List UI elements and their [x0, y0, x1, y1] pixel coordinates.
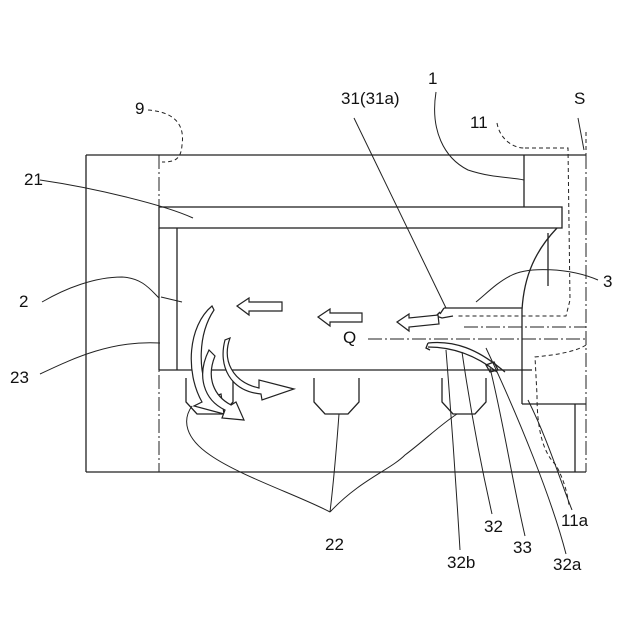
container-2: [159, 228, 532, 370]
label-9: 9: [135, 99, 144, 118]
label-23: 23: [10, 368, 29, 387]
label-S: S: [574, 89, 585, 108]
label-11a: 11a: [561, 511, 589, 530]
member-1-body: [522, 155, 586, 472]
label-33: 33: [513, 538, 532, 557]
label-3: 3: [603, 272, 612, 291]
label-32b: 32b: [447, 553, 475, 572]
flow-arrows: [237, 298, 439, 331]
label-32a: 32a: [553, 555, 582, 574]
label-31: 31(31a): [341, 89, 400, 108]
top-beam: [159, 207, 562, 228]
curved-flow-arrows: [191, 306, 294, 420]
label-21: 21: [24, 170, 43, 189]
axis-q: [368, 327, 586, 339]
label-2: 2: [19, 292, 28, 311]
label-32: 32: [484, 517, 503, 536]
label-Q: Q: [343, 328, 356, 347]
label-1: 1: [428, 69, 437, 88]
shelf-3: [440, 308, 522, 314]
curved-flow-arrow-icon: [223, 338, 294, 400]
leader-lines: [40, 92, 598, 554]
flow-arrow-icon: [237, 298, 282, 315]
flow-arrow-icon: [318, 309, 362, 326]
label-22: 22: [325, 535, 344, 554]
flow-arrow-icon: [397, 314, 439, 331]
label-11: 11: [470, 113, 488, 132]
dashed-region-11: [456, 132, 586, 505]
